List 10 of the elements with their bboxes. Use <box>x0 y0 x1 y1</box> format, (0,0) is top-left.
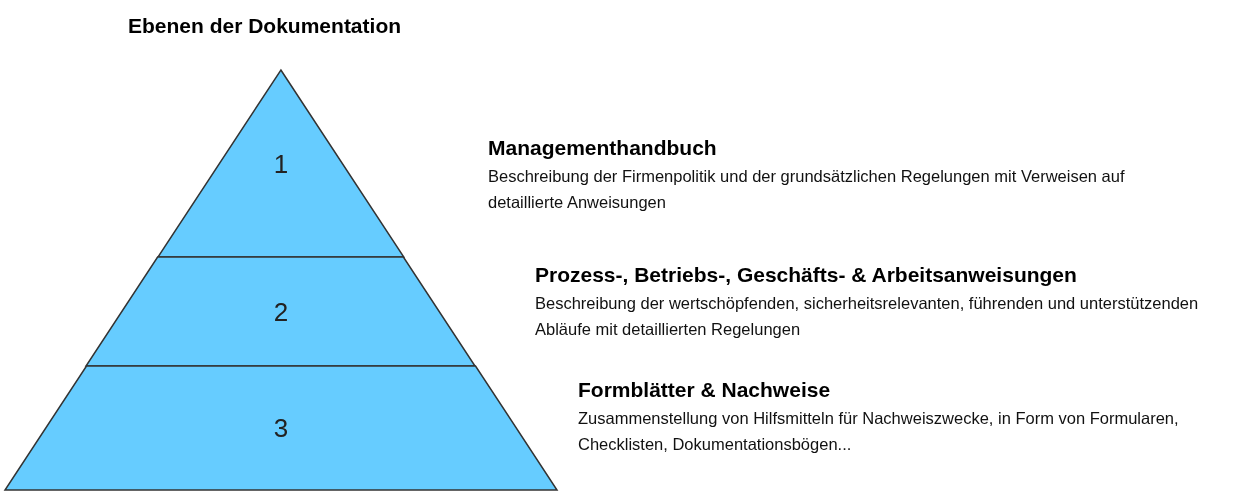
diagram-title: Ebenen der Dokumentation <box>128 14 402 38</box>
level-description: Beschreibung der Firmenpolitik und der grundsätzlichen Regelungen mit Verweisen auf detaillierte Anweisungen <box>488 166 1126 213</box>
level-heading: Managementhandbuch <box>488 136 718 160</box>
level-heading: Formblätter & Nachweise <box>578 378 832 402</box>
level-number: 2 <box>273 296 289 327</box>
level-number: 1 <box>273 148 289 179</box>
level-heading: Prozess-, Betriebs-, Geschäfts- & Arbeitsanweisungen <box>535 263 1078 287</box>
level-description: Zusammenstellung von Hilfsmitteln für Nachweiszwecke, in Form von Formularen, Checklisten, Dokumentationsbögen... <box>578 408 1180 455</box>
level-description: Beschreibung der wertschöpfenden, sicherheitsrelevanten, führenden und unterstützenden Abläufe mit detaillierten Regelungen <box>535 293 1200 340</box>
level-number: 3 <box>273 412 289 444</box>
